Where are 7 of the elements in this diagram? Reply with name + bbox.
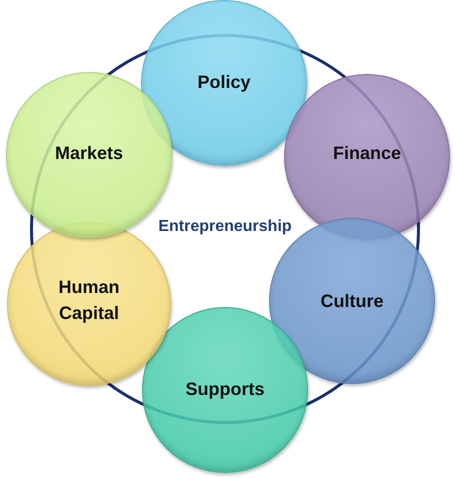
topic-label: Finance	[332, 142, 402, 165]
topic-label: Human Capital	[57, 276, 120, 325]
topic-label: Supports	[186, 378, 264, 401]
topic-label: Markets	[54, 142, 124, 165]
center-label: Entrepreneurship	[158, 217, 292, 237]
topic-label: Policy	[197, 70, 251, 94]
topic-label: Culture	[320, 290, 384, 313]
